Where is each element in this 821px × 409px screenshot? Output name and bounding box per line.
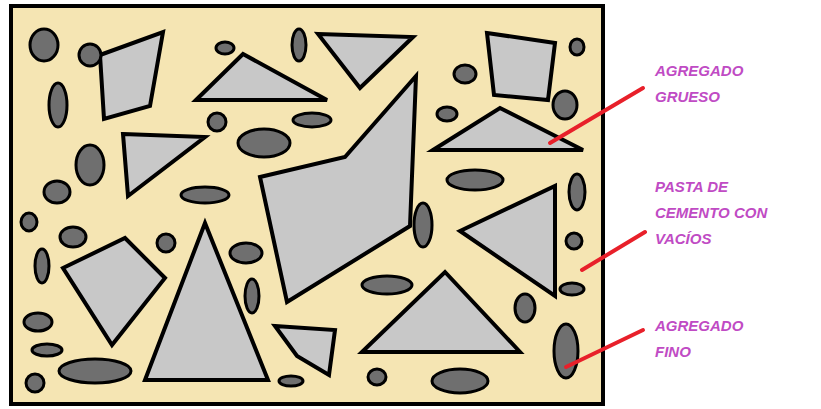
callout-label: PASTA DE CEMENTO CON VACÍOS [655, 174, 775, 252]
fine-aggregate [21, 29, 585, 393]
cement-paste [11, 6, 603, 404]
callout-label: AGREGADO FINO [655, 313, 775, 365]
callout-label: AGREGADO GRUESO [655, 58, 775, 110]
coarse-aggregate [63, 32, 583, 380]
leader-lines [550, 88, 645, 367]
